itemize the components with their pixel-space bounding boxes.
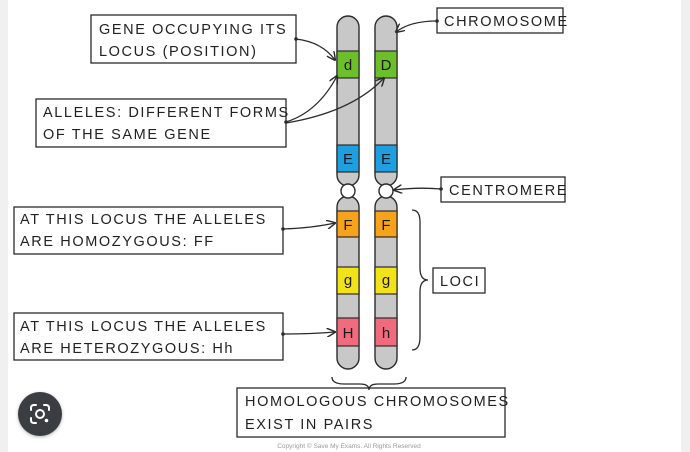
right-gene-d-band xyxy=(374,50,398,79)
left-gene-g-letter: g xyxy=(344,272,352,289)
homologous-label: HOMOLOGOUS CHROMOSOMES EXIST IN PAIRS xyxy=(236,387,510,438)
left-gene-g-band xyxy=(336,266,360,295)
homozygous-label: AT THIS LOCUS THE ALLELES ARE HOMOZYGOUS… xyxy=(13,206,284,255)
right-chromosome: D E F g h xyxy=(374,15,398,370)
alleles-arrow-left xyxy=(285,76,337,123)
heterozygous-label: AT THIS LOCUS THE ALLELES ARE HETEROZYGO… xyxy=(13,312,284,361)
heterozygous-label-line1: AT THIS LOCUS THE ALLELES xyxy=(20,319,267,335)
leader-lines xyxy=(282,20,442,391)
left-gene-d-letter: d xyxy=(344,57,352,74)
right-centromere xyxy=(378,183,394,199)
gene-locus-label: GENE OCCUPYING ITS LOCUS (POSITION) xyxy=(90,14,297,64)
right-gene-e-letter: E xyxy=(381,151,391,168)
right-gene-h-letter: h xyxy=(382,325,390,342)
homologous-label-line1: HOMOLOGOUS CHROMOSOMES xyxy=(245,394,510,410)
homologous-label-line2: EXIST IN PAIRS xyxy=(245,417,374,433)
centromere-arrow xyxy=(394,188,442,190)
chromosome-arrow xyxy=(396,20,438,32)
homologous-brace xyxy=(331,376,407,391)
google-lens-icon xyxy=(30,404,50,424)
arrow-origin-dots xyxy=(281,19,443,336)
left-gene-e-band xyxy=(336,144,360,173)
right-gene-d-letter: D xyxy=(381,57,392,74)
heterozygous-label-line2: ARE HETEROZYGOUS: Hh xyxy=(20,341,234,357)
right-gene-h-band xyxy=(374,317,398,347)
chromosome-label: CHROMOSOME xyxy=(436,7,569,34)
left-gene-h-letter: H xyxy=(343,325,354,342)
left-edge-strip xyxy=(0,0,8,452)
alleles-arrow-right xyxy=(285,78,384,124)
heterozygous-arrow xyxy=(282,332,335,334)
left-gene-d-band xyxy=(336,50,360,79)
left-gene-f-band xyxy=(336,210,360,238)
right-gene-f-letter: F xyxy=(381,217,390,234)
alleles-label-line1: ALLELES: DIFFERENT FORMS xyxy=(43,105,290,121)
homozygous-label-line1: AT THIS LOCUS THE ALLELES xyxy=(20,212,267,228)
alleles-label-line2: OF THE SAME GENE xyxy=(43,127,212,143)
left-chromosome: d E F g H xyxy=(336,15,360,370)
right-gene-f-band xyxy=(374,210,398,238)
right-edge-strip xyxy=(681,0,690,452)
left-gene-f-letter: F xyxy=(343,217,352,234)
homozygous-label-line2: ARE HOMOZYGOUS: FF xyxy=(20,234,215,250)
loci-label: LOCI xyxy=(432,267,486,294)
gene-locus-arrow xyxy=(295,38,335,60)
copyright-notice: Copyright © Save My Exams. All Rights Re… xyxy=(277,442,421,450)
right-gene-e-band xyxy=(374,144,398,173)
left-centromere xyxy=(340,183,356,199)
right-gene-g-letter: g xyxy=(382,272,390,289)
google-lens-button[interactable] xyxy=(18,392,62,436)
loci-brace xyxy=(411,209,429,351)
chromosome-label-text: CHROMOSOME xyxy=(444,14,569,30)
centromere-label-text: CENTROMERE xyxy=(449,183,568,199)
centromere-label: CENTROMERE xyxy=(440,176,568,203)
homozygous-arrow xyxy=(282,223,335,230)
left-gene-h-band xyxy=(336,317,360,347)
loci-label-text: LOCI xyxy=(440,274,480,290)
right-gene-g-band xyxy=(374,266,398,295)
gene-locus-label-line2: LOCUS (POSITION) xyxy=(99,44,258,60)
gene-locus-label-line1: GENE OCCUPYING ITS xyxy=(99,22,287,38)
alleles-label: ALLELES: DIFFERENT FORMS OF THE SAME GEN… xyxy=(35,98,290,148)
left-gene-e-letter: E xyxy=(343,151,353,168)
